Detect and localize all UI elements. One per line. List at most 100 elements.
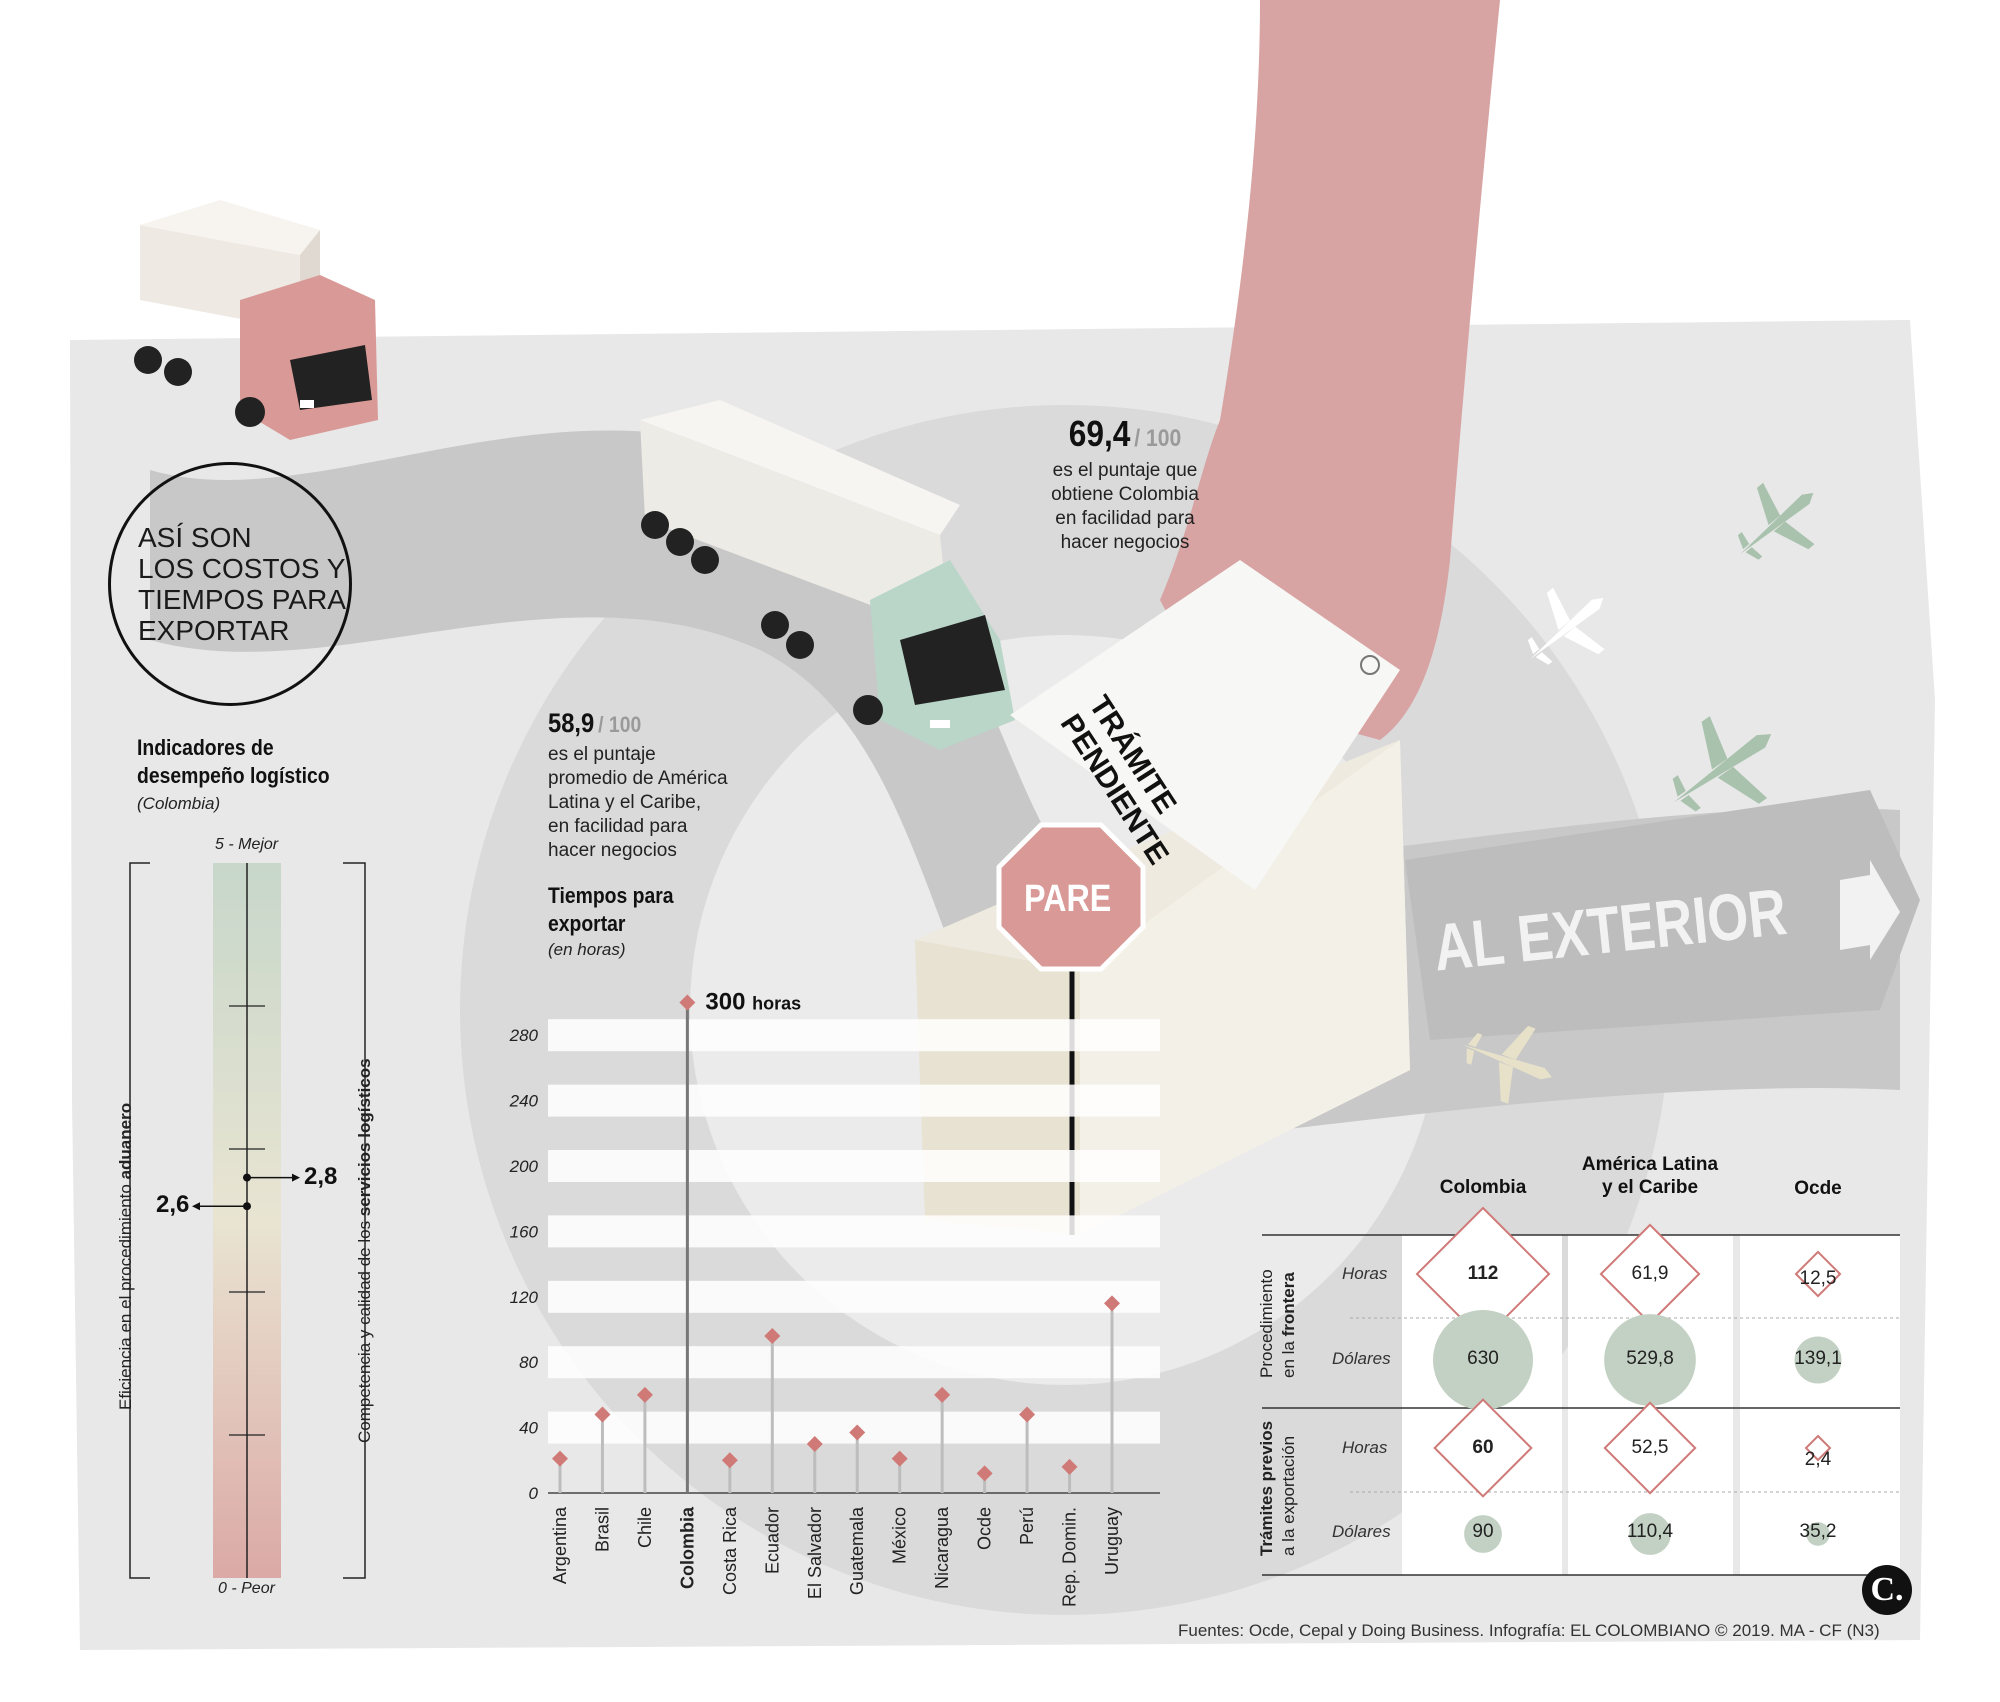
group-frontera-line-2-text: en la: [1279, 1336, 1298, 1378]
category-label-Brasil: Brasil: [592, 1507, 612, 1552]
table-diamond-1-0-0: [1433, 1398, 1533, 1498]
category-label-Ocde: Ocde: [975, 1507, 995, 1550]
marker-Colombia: [679, 994, 696, 1011]
scale-top-label: 5 - Mejor: [215, 836, 279, 853]
cell-frontera-horas-latam: 61,9: [1631, 1263, 1669, 1284]
y-tick-label: 200: [509, 1157, 539, 1176]
table-diamond-1-0-2: [1804, 1434, 1832, 1462]
marker-Uruguay: [1104, 1295, 1120, 1312]
score-latam: 58,9 / 100 es el puntaje promedio de Amé…: [548, 708, 768, 863]
indicator-aduanero-label-text: Eficiencia en el procedimiento: [116, 1179, 135, 1410]
y-tick-label: 160: [510, 1222, 539, 1241]
score-latam-line-2: promedio de América: [548, 768, 728, 789]
row-label-frontera-horas: Horas: [1342, 1264, 1388, 1283]
marker-Nicaragua: [934, 1386, 951, 1403]
marker-Ecuador: [764, 1328, 781, 1345]
table-diamond-1-0-1: [1603, 1401, 1697, 1495]
cell-frontera-horas-colombia: 112: [1467, 1263, 1499, 1284]
category-label-Argentina: Argentina: [550, 1506, 570, 1584]
row-label-frontera-dolares: Dólares: [1332, 1349, 1391, 1368]
score-colombia-value: 69,4: [1068, 413, 1131, 454]
cell-tramites-dolares-latam: 110,4: [1626, 1521, 1674, 1542]
row-label-tramites-dolares: Dólares: [1332, 1522, 1391, 1541]
highlight-unit: horas: [752, 994, 801, 1014]
score-latam-value: 58,9: [548, 708, 595, 738]
table-col-header-1: América Latina y el Caribe: [1565, 1153, 1735, 1199]
table-col-header-2: Ocde: [1758, 1177, 1878, 1200]
score-colombia: 69,4 / 100 es el puntaje que obtiene Col…: [1015, 413, 1235, 555]
document-tag-icon: [1010, 560, 1400, 890]
chart-gridband: [548, 1280, 1160, 1313]
indicators-heading: Indicadores de desempeño logístico (Colo…: [137, 734, 356, 814]
category-label-México: México: [890, 1507, 910, 1564]
indicator-logisticos-label-bold: servicios logísticos: [355, 1058, 374, 1217]
table-circle-1-1-1: [1629, 1513, 1671, 1555]
source-credit: Fuentes: Ocde, Cepal y Doing Business. I…: [1178, 1621, 1880, 1640]
chart-gridband: [548, 1019, 1160, 1052]
marker-Brasil: [594, 1406, 611, 1423]
cell-tramites-dolares-ocde: 35,2: [1799, 1521, 1837, 1542]
marker-Costa Rica: [721, 1452, 738, 1469]
cell-tramites-dolares-colombia: 90: [1472, 1521, 1494, 1542]
row-label-tramites-horas: Horas: [1342, 1438, 1388, 1457]
category-label-Chile: Chile: [635, 1507, 655, 1548]
stop-sign-text: PARE: [1024, 878, 1112, 920]
indicators-title-line-1: Indicadores de: [137, 735, 274, 760]
chart-title: Tiempos para exportar: [548, 883, 674, 936]
table-circle-0-1-1: [1604, 1314, 1696, 1406]
scale-bottom-label: 0 - Peor: [218, 1580, 275, 1597]
highlight-label: 300 horas: [705, 989, 801, 1016]
group-tramites-line-2: a la exportación: [1279, 1435, 1298, 1556]
group-frontera-line-2-bold: frontera: [1279, 1272, 1298, 1337]
score-colombia-max: / 100: [1134, 425, 1182, 452]
chart-subtitle: (en horas): [548, 940, 626, 959]
arrow-head-icon: [1840, 860, 1900, 960]
plane-icon-2: [1527, 587, 1605, 665]
table-circle-0-1-2: [1794, 1336, 1842, 1384]
score-colombia-line-3: en facilidad para: [1055, 508, 1195, 529]
indicator-aduanero-label: Eficiencia en el procedimiento aduanero: [116, 1103, 136, 1410]
indicator-logisticos-label-text: Competencia y calidad de los: [355, 1216, 374, 1443]
table-col-header-0: Colombia: [1423, 1176, 1543, 1199]
indicator-logisticos-value: 2,8: [304, 1162, 338, 1190]
chart-gridband: [548, 1084, 1160, 1117]
cell-frontera-dolares-colombia: 630: [1467, 1348, 1499, 1369]
plane-icon-3: [1672, 716, 1772, 812]
right-bracket: [343, 862, 366, 1579]
score-colombia-line-1: es el puntaje que: [1052, 460, 1198, 481]
chart-heading: Tiempos para exportar (en horas): [548, 882, 698, 960]
indicator-aduanero-label-bold: aduanero: [116, 1102, 135, 1180]
y-tick-label: 240: [509, 1092, 539, 1111]
truck-red-icon: [134, 200, 378, 440]
comparison-table: [1262, 1206, 1900, 1576]
y-tick-label: 80: [519, 1353, 538, 1372]
indicators-scale: [129, 862, 366, 1579]
score-colombia-line-4: hacer negocios: [1060, 532, 1190, 553]
cell-frontera-dolares-ocde: 139,1: [1794, 1348, 1842, 1369]
marker-Perú: [1019, 1406, 1036, 1423]
table-col-2-line-1: Ocde: [1794, 1178, 1842, 1199]
category-label-El Salvador: El Salvador: [805, 1507, 825, 1599]
indicators-subtitle: (Colombia): [137, 794, 221, 813]
table-group-frontera-label: Procedimiento en la frontera: [1256, 1269, 1300, 1378]
score-latam-line-4: en facilidad para: [548, 816, 688, 837]
chart-gridband: [548, 1150, 1160, 1182]
y-tick-label: 120: [510, 1288, 539, 1307]
marker-México: [891, 1450, 908, 1467]
aduanero-arrow: [192, 1202, 200, 1211]
score-latam-max: / 100: [598, 712, 642, 737]
marker-El Salvador: [806, 1435, 823, 1452]
aduanero-point: [243, 1202, 251, 1211]
cell-frontera-horas-ocde: 12,5: [1799, 1268, 1837, 1289]
chart-gridband: [548, 1411, 1160, 1444]
title-line-3: TIEMPOS PARA: [138, 584, 346, 615]
y-tick-label: 280: [509, 1026, 539, 1045]
score-latam-text: es el puntaje promedio de América Latina…: [548, 743, 768, 863]
marker-Guatemala: [849, 1424, 866, 1441]
category-label-Uruguay: Uruguay: [1102, 1507, 1122, 1575]
plane-icon-1: [1737, 482, 1815, 560]
y-tick-label: 0: [529, 1484, 539, 1503]
